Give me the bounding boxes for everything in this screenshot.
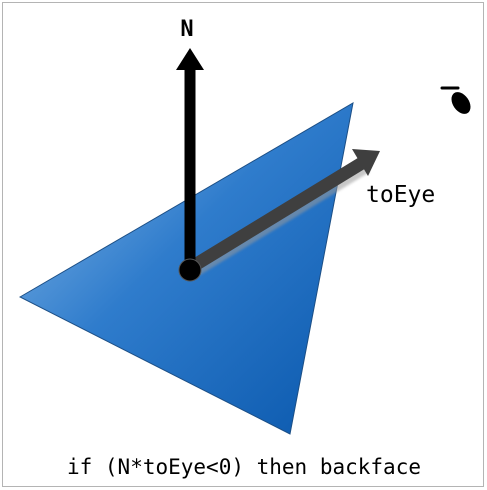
condition-caption: if (N*toEye<0) then backface	[67, 455, 421, 479]
normal-arrow	[176, 48, 204, 268]
to-eye-label: toEye	[366, 182, 435, 208]
origin-point	[178, 258, 202, 282]
to-eye-arrow	[186, 149, 380, 277]
eye-icon	[440, 86, 471, 114]
normal-label: N	[180, 17, 193, 42]
